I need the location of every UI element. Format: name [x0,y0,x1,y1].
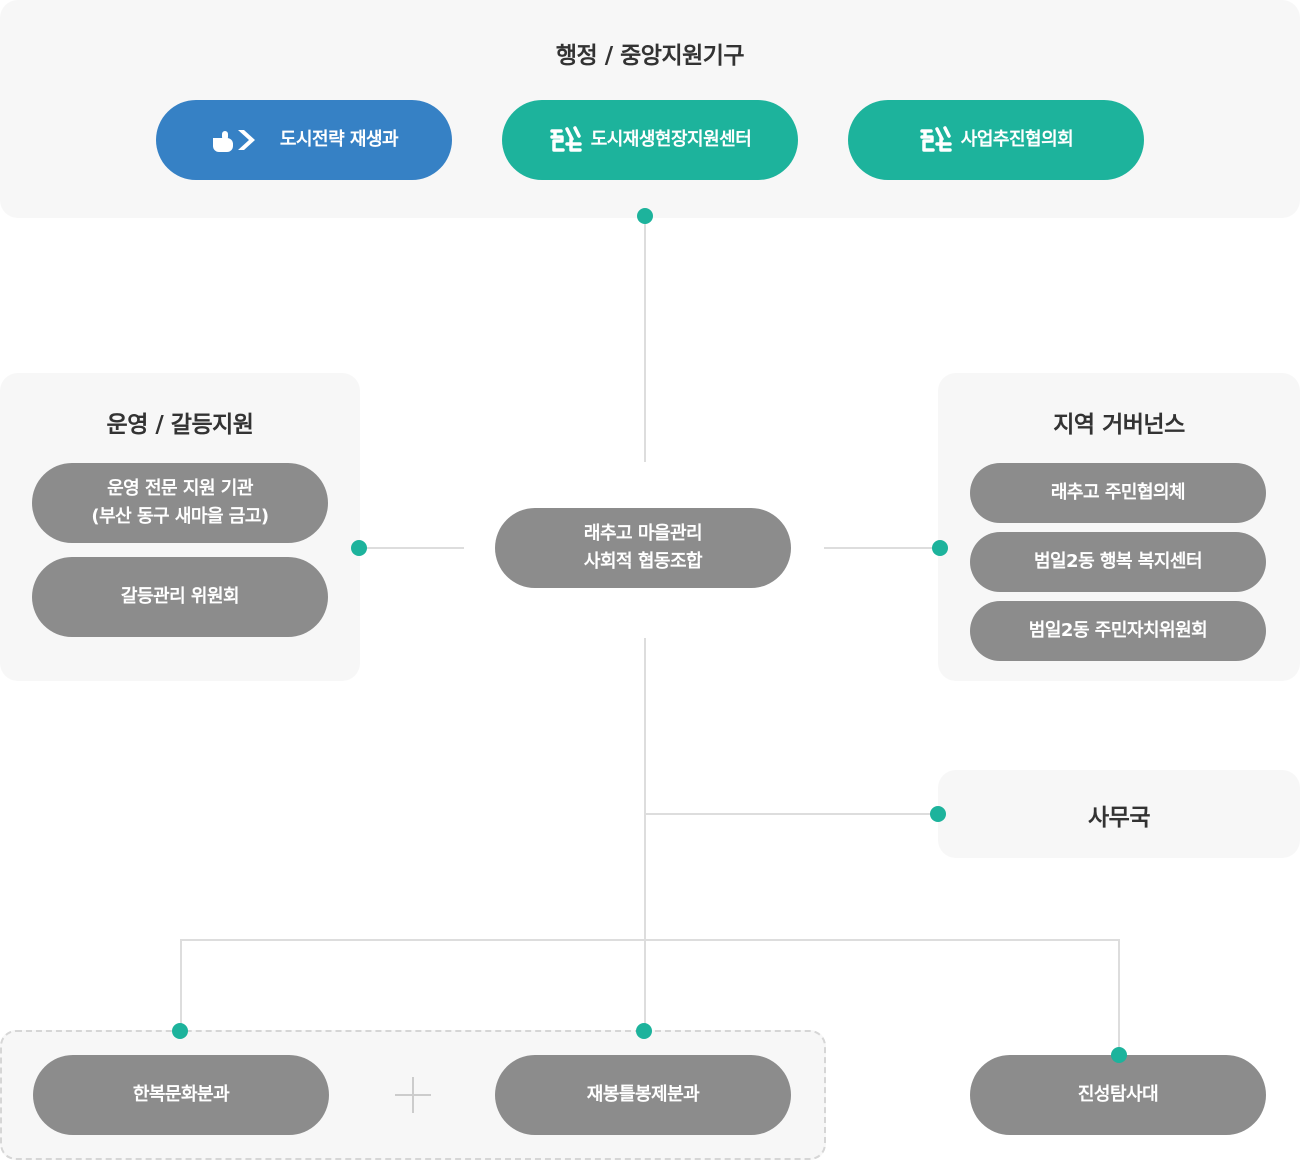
dot-sewing [636,1023,652,1039]
dot-office [930,806,946,822]
office-panel: 사무국 [938,770,1300,858]
right-panel-title: 지역 거버넌스 [1053,412,1185,438]
office-label: 사무국 [1088,805,1150,831]
city-strategy-dept-node: 도시전략 재생과 [156,100,452,180]
operation-support-agency-node: 운영 전문 지원 기관 (부산 동구 새마을 금고) [32,463,328,543]
dot-jinseong [1111,1047,1127,1063]
operation-support-agency-line2: (부산 동구 새마을 금고) [91,506,269,527]
autonomy-committee-node: 범일2동 주민자치위원회 [970,601,1266,661]
dot-right-panel [932,540,948,556]
top-panel-title: 행정 / 중앙지원기구 [555,43,745,69]
connector-center-to-right [824,547,940,549]
dot-hanbok [172,1023,188,1039]
conflict-committee-node: 갈등관리 위원회 [32,557,328,637]
hanbok-culture-node: 한복문화분과 [33,1055,329,1135]
left-panel-title: 운영 / 갈등지원 [106,412,254,438]
sewing-machine-label: 재봉틀봉제분과 [586,1084,700,1105]
cooperative-line2: 사회적 협동조합 [583,551,703,572]
residents-council-node: 래추고 주민협의체 [970,463,1266,523]
project-council-label: 사업추진협의회 [960,129,1074,150]
dot-top-panel [637,208,653,224]
regeneration-support-center-label: 도시재생현장지원센터 [590,129,752,150]
jinseong-explorer-label: 진성탐사대 [1077,1084,1159,1105]
regeneration-support-center-node: 도시재생현장지원센터 [502,100,798,180]
sewing-machine-node: 재봉틀봉제분과 [495,1055,791,1135]
cooperative-center-node: 래추고 마을관리 사회적 협동조합 [495,508,791,588]
conflict-committee-label: 갈등관리 위원회 [120,586,240,607]
welfare-center-node: 범일2동 행복 복지센터 [970,532,1266,592]
dot-left-panel [351,540,367,556]
city-strategy-dept-label: 도시전략 재생과 [279,129,399,150]
regeneration-logo-icon [919,125,953,155]
cooperative-line1: 래추고 마을관리 [583,523,703,544]
connector-center-down [644,638,646,1031]
residents-council-label: 래추고 주민협의체 [1050,482,1186,503]
operation-support-agency-line1: 운영 전문 지원 기관 [107,478,253,499]
connector-top-to-center [644,216,646,462]
connector-left-to-center [358,547,464,549]
autonomy-committee-label: 범일2동 주민자치위원회 [1028,620,1208,641]
jinseong-explorer-node: 진성탐사대 [970,1055,1266,1135]
connector-bottom-horizontal [180,939,1120,941]
connector-to-office [644,813,938,815]
hanbok-culture-label: 한복문화분과 [132,1084,230,1105]
project-council-node: 사업추진협의회 [848,100,1144,180]
city-logo-icon [210,125,258,155]
regeneration-logo-icon [549,125,583,155]
welfare-center-label: 범일2동 행복 복지센터 [1033,551,1203,572]
plus-icon [395,1077,431,1113]
connector-to-jinseong [1118,939,1120,1055]
connector-to-hanbok [180,939,182,1031]
